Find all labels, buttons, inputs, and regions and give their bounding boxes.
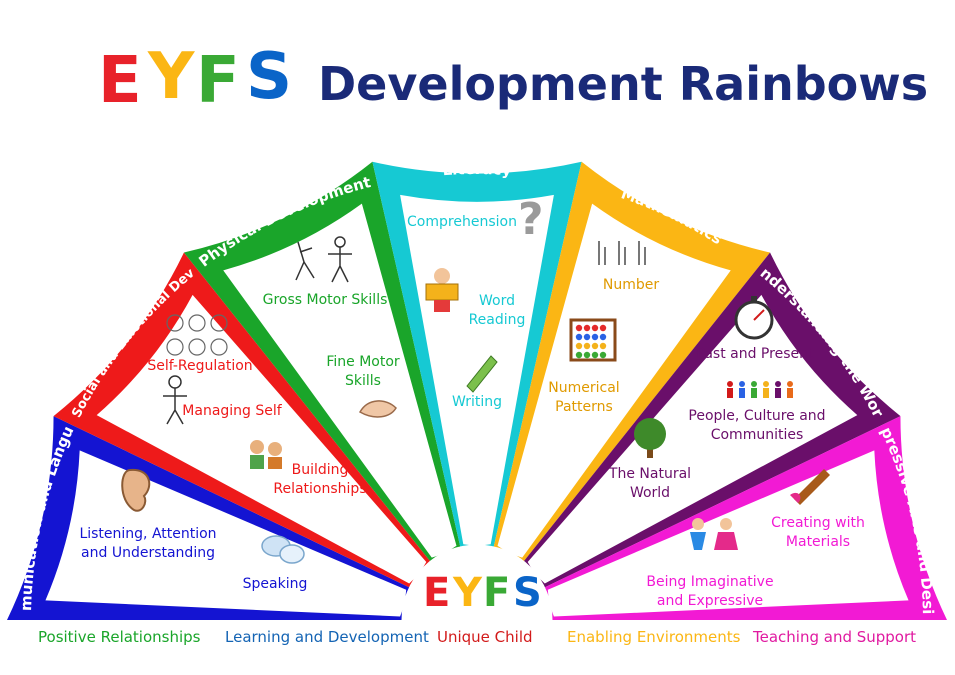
stopwatch-icon [734,296,774,340]
page-title: E Y F S Development Rainbows [0,40,955,120]
faces-icon [166,314,228,356]
two-children-icon [250,440,282,469]
sector-title: Literacy [442,160,512,179]
title-letter-s: S [246,40,292,114]
reading-girl-icon [425,268,459,312]
hub-letter-s: S [513,570,542,616]
abacus-icon [569,318,617,362]
area-comprehension: Comprehension [407,214,517,230]
footer-unique-child: Unique Child [437,628,533,646]
stick-figure-icon [163,375,187,425]
title-svg: E Y F S Development Rainbows [98,40,928,118]
area-gross-motor-skills: Gross Motor Skills [263,292,388,308]
footer-enabling-environments: Enabling Environments [567,628,741,646]
running-figures-icon [295,236,352,283]
svg-text:?: ? [518,194,544,245]
area-self-regulation: Self-Regulation [147,358,252,374]
hub-letter-f: F [483,570,510,616]
title-letter-f: F [196,44,240,118]
pinching-hand-icon [358,400,397,418]
area-number: Number [603,277,659,293]
sector-inner [223,203,457,558]
speech-bubbles-icon [261,535,305,564]
hub-letter-y: Y [452,570,483,616]
footer-positive-relationships: Positive Relationships [38,628,201,646]
sector-inner [96,294,427,584]
sector-inner [527,294,858,584]
people-icon [727,381,793,398]
question-mark-icon: ? [518,194,544,245]
area-writing: Writing [452,394,502,410]
sector-inner [497,203,731,558]
hub [401,544,553,675]
footer-teaching-and-support: Teaching and Support [753,628,917,646]
tree-icon [634,418,666,458]
dancing-children-icon [690,518,738,550]
area-speaking: Speaking [243,576,308,592]
hub-letter-e: E [423,570,450,616]
paintbrush-icon [790,469,830,505]
counting-hands-icon [598,241,646,265]
ear-icon [121,468,151,512]
pencil-icon [466,355,498,393]
footer-learning-and-development: Learning and Development [225,628,429,646]
area-managing-self: Managing Self [182,403,282,419]
title-letter-y: Y [147,40,195,114]
area-past-and-present: Past and Present [697,346,814,362]
title-letter-e: E [98,44,142,118]
title-rest: Development Rainbows [318,57,928,111]
